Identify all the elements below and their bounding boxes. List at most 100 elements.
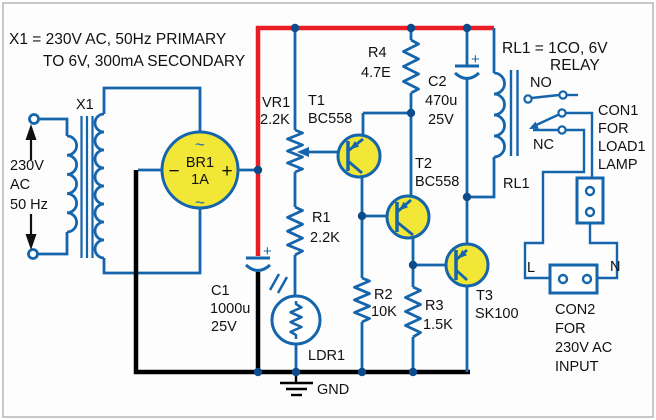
secondary-wire-top — [102, 86, 202, 132]
t2-collector-diag — [396, 220, 414, 237]
primary-wire-bottom — [37, 232, 69, 256]
no-contact-line — [531, 93, 560, 100]
br1-ac-bottom: ~ — [195, 193, 205, 212]
transformer-x1 — [27, 86, 202, 275]
bridge-rectifier-br1: ~ BR1 1A ~ − + — [138, 130, 256, 212]
r3-name: R3 — [425, 298, 444, 314]
junction-dot — [357, 211, 367, 221]
br1-plus: + — [221, 161, 232, 182]
vr1-zigzag — [286, 128, 304, 174]
primary-terminal-top — [28, 113, 40, 125]
con1-pin-2 — [584, 206, 596, 218]
relay-coil — [493, 71, 506, 159]
capacitor-c1: + C1 1000u 25V — [210, 243, 272, 372]
br1-rating: 1A — [191, 172, 209, 188]
junction-dots — [253, 23, 472, 377]
primary-coil — [66, 134, 78, 234]
relay-no-label: NO — [530, 75, 552, 91]
junction-dot — [462, 192, 472, 202]
junction-dot — [408, 260, 418, 270]
r2-zigzag — [353, 276, 371, 324]
vr1-name: VR1 — [262, 95, 290, 111]
junction-dot — [357, 367, 367, 377]
c1-voltage: 25V — [211, 319, 237, 335]
note-rl1-line1: RL1 = 1CO, 6V — [502, 40, 608, 57]
t3-pnp-arrow — [458, 250, 467, 259]
resistor-r2 — [353, 216, 371, 372]
nc-contact-pin — [557, 125, 567, 135]
transformer-label: X1 — [76, 97, 94, 113]
nc-to-con2-wire — [523, 128, 586, 280]
secondary-wire-bottom — [102, 208, 202, 275]
no-contact-pin-left — [523, 94, 533, 104]
junction-dot — [406, 108, 416, 118]
t3-part: SK100 — [475, 306, 519, 322]
light-ray-2 — [276, 276, 289, 294]
t3-name: T3 — [476, 288, 493, 304]
con2-label-2: FOR — [555, 321, 586, 337]
c1-polarity: + — [263, 243, 272, 260]
c2-value: 470u — [425, 93, 457, 109]
relay-name: RL1 — [503, 176, 530, 192]
ac-source-line3: 50 Hz — [10, 197, 48, 213]
connector-con2 — [548, 263, 599, 295]
c2-name: C2 — [428, 74, 447, 90]
junction-dot — [462, 23, 472, 33]
light-ray-1 — [268, 273, 281, 291]
capacitor-c2: + C2 470u 25V — [425, 28, 481, 197]
c2-plate-neg — [453, 71, 481, 80]
t1-pnp-arrow — [350, 141, 360, 150]
c1-value: 1000u — [210, 301, 250, 317]
r3-zigzag — [404, 285, 422, 339]
con1-to-con2-wire — [588, 223, 619, 280]
pole-pin — [557, 108, 567, 118]
ac-source-line2: AC — [10, 177, 30, 193]
t1-part: BC558 — [308, 111, 352, 127]
br1-name: BR1 — [186, 155, 214, 171]
con1-label-2: FOR — [598, 121, 629, 137]
primary-wire-top — [38, 117, 69, 136]
vr1-value: 2.2K — [260, 112, 290, 128]
con1-label-4: LAMP — [598, 157, 638, 173]
resistor-r1 — [286, 205, 304, 296]
ldr-zigzag — [289, 301, 303, 339]
vr1-wiper-arrow — [297, 147, 309, 157]
r4-zigzag — [402, 38, 420, 95]
t1-name: T1 — [308, 93, 325, 109]
junction-dot — [291, 367, 301, 377]
con2-pin-l — [557, 273, 569, 285]
no-contact-pin-right — [558, 90, 568, 100]
relay-nc-label: NC — [533, 137, 554, 153]
con1-label-3: LOAD1 — [598, 139, 646, 155]
br1-minus: − — [168, 161, 179, 182]
c1-name: C1 — [211, 283, 230, 299]
transistor-t2 — [362, 113, 431, 265]
primary-terminal-bottom — [27, 248, 39, 260]
up-arrow-head — [25, 124, 37, 140]
con1-label-1: CON1 — [598, 103, 638, 119]
ac-input-arrows — [25, 124, 37, 250]
secondary-coil — [93, 112, 105, 260]
r2-value: 10K — [371, 304, 397, 320]
gnd-label: GND — [317, 382, 349, 398]
ldr-label: LDR1 — [308, 348, 345, 364]
relay-rl1 — [467, 28, 594, 280]
pole-lever-arrow — [529, 121, 539, 129]
con2-l-label: L — [527, 260, 535, 276]
down-arrow-head — [25, 234, 37, 250]
relay-coil-bottom-wire — [467, 157, 496, 199]
t2-part: BC558 — [415, 174, 459, 190]
t3-collector-diag — [455, 268, 468, 282]
junction-dot — [253, 367, 263, 377]
t1-collector-diag — [347, 159, 363, 175]
r1-zigzag — [286, 205, 304, 257]
r3-value: 1.5K — [423, 317, 453, 333]
ac-source-line1: 230V — [10, 158, 44, 174]
ldr-ldr1 — [268, 273, 322, 372]
con2-pin-n — [581, 273, 593, 285]
con2-label-1: CON2 — [555, 302, 595, 318]
r2-name: R2 — [374, 287, 393, 303]
